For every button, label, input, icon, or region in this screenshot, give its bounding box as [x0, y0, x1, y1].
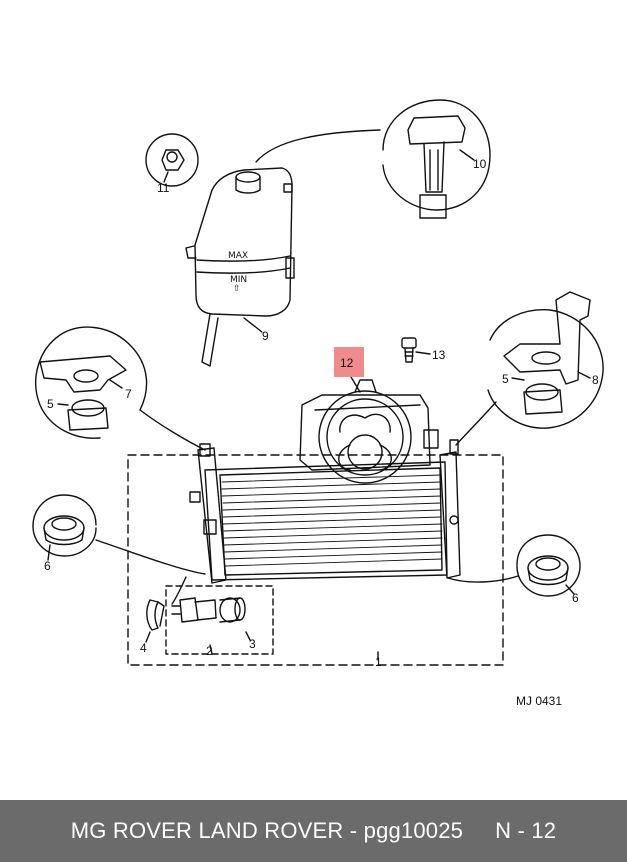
assembly-boundary-1: [127, 454, 504, 666]
sensor-leader: [171, 576, 187, 605]
callout-7: 7: [125, 387, 132, 401]
callout-6-left: 6: [44, 559, 51, 573]
left-leader: [139, 409, 206, 451]
drawing-reference: MJ 0431: [516, 694, 562, 708]
left-mount-detail: [35, 326, 148, 439]
sensor-clip: [146, 599, 165, 631]
tank-arrow: ⇧: [233, 284, 241, 294]
callout-12-highlight: [334, 347, 364, 377]
right-leader: [455, 401, 497, 446]
bolt-13: [401, 337, 417, 363]
assembly-boundary-2: [165, 585, 274, 655]
temperature-sensor: [171, 597, 246, 623]
callout-2: 2: [206, 644, 213, 658]
callout-1: 1: [375, 655, 382, 669]
expansion-tank: [185, 167, 295, 367]
cooling-fan: [299, 379, 439, 484]
callout-5-right: 5: [502, 372, 509, 386]
right-grommet-detail: [516, 534, 581, 597]
parts-diagram: MAX MIN ⇧ 1 2 3 4 5 5 6 6 7 8 9 10 11 12…: [32, 99, 604, 708]
nut-11: [145, 133, 199, 187]
filler-cap-detail: [382, 99, 491, 219]
callout-4: 4: [140, 641, 147, 655]
right-lower-leader: [447, 575, 519, 583]
tank-max-label: MAX: [228, 251, 248, 261]
left-lower-leader: [95, 539, 206, 575]
left-grommet-detail: [32, 494, 97, 557]
callout-3: 3: [249, 637, 256, 651]
callout-11: 11: [157, 181, 170, 195]
right-mount-detail: [487, 291, 604, 429]
callout-8: 8: [592, 373, 599, 387]
footer-title: MG ROVER LAND ROVER - pgg10025: [70, 818, 464, 843]
callout-10: 10: [473, 157, 487, 171]
callout-6-right: 6: [572, 591, 579, 605]
hose-to-cap: [255, 129, 381, 163]
footer-page-ref: N - 12: [495, 818, 557, 843]
radiator: [189, 439, 461, 584]
callout-5-left: 5: [47, 397, 54, 411]
callout-12: 12: [340, 356, 354, 370]
callout-9: 9: [262, 329, 269, 343]
tank-min-label: MIN: [230, 275, 247, 285]
footer-bar: MG ROVER LAND ROVER - pgg10025 N - 12: [0, 800, 627, 862]
callout-13: 13: [432, 348, 446, 362]
